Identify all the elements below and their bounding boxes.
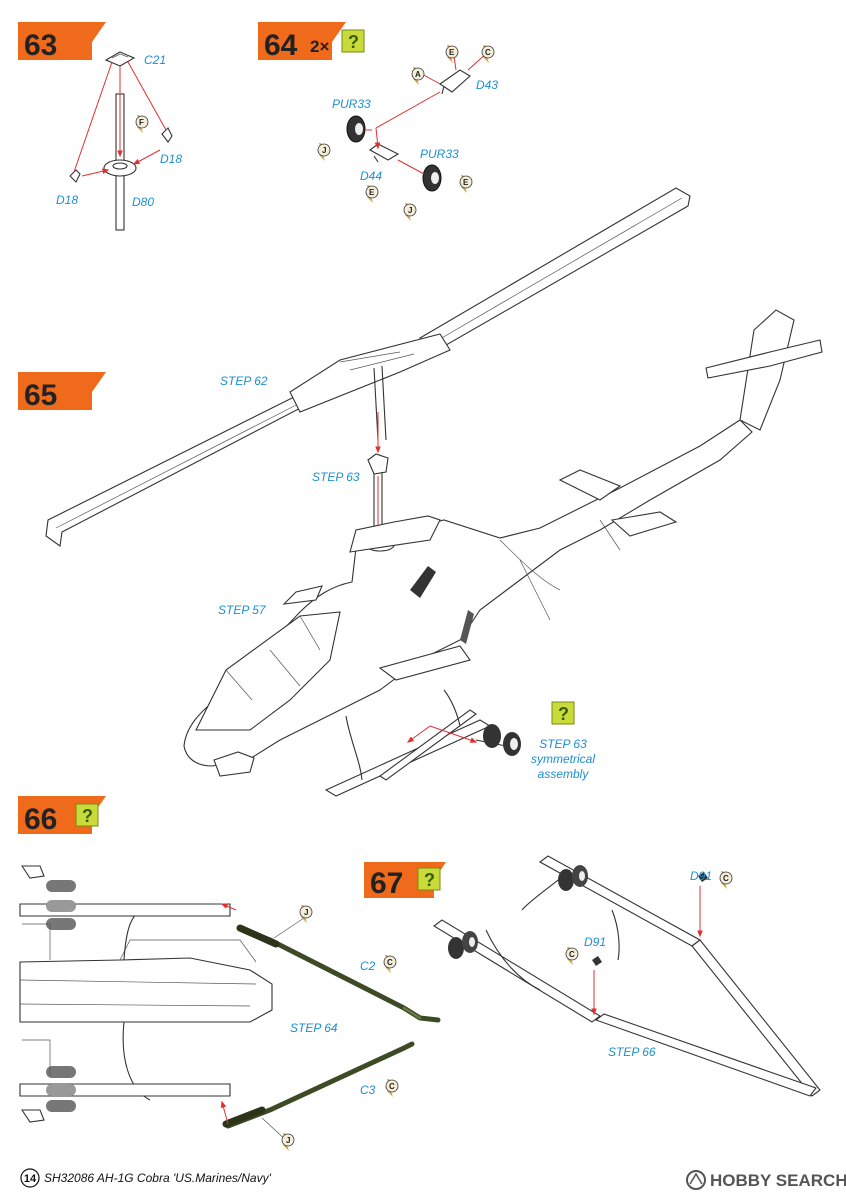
note-line-1: STEP 63 [539, 737, 587, 751]
optional-icon: ? [551, 701, 575, 725]
badge-j-bottom: J [286, 1136, 290, 1145]
landing-gear-assembly [346, 51, 489, 192]
label-step-57: STEP 57 [218, 603, 267, 617]
part-label-c2: C2 [360, 959, 376, 973]
step-67: 67 ? D91 C C D91 STEP 66 [364, 855, 821, 1097]
part-label-d43: D43 [476, 78, 498, 92]
part-label-d91-upper: D91 [690, 869, 712, 883]
badge-e-lower-left: E [369, 188, 375, 197]
rocket-pod-lower [20, 1066, 76, 1123]
cockpit-canopy [195, 611, 341, 731]
badge-c-c3: C [389, 1082, 395, 1091]
d91-part-lower [592, 956, 602, 966]
d18-right-part [161, 127, 173, 143]
step-65-tab [18, 372, 106, 410]
step-64-multiplier: 2× [310, 37, 329, 56]
fuselage-underside [19, 865, 273, 1123]
badge-c-lower: C [569, 950, 575, 959]
badge-c-top: C [485, 48, 491, 57]
rotor-hub [289, 333, 451, 413]
badge-c-c2: C [387, 958, 393, 967]
optional-icon: ? [417, 867, 441, 891]
engine-housing [349, 515, 441, 553]
d91-part-upper [698, 872, 708, 882]
badge-e-lower-right: E [463, 178, 469, 187]
note-line-3: assembly [538, 767, 590, 781]
part-label-pur33-lower: PUR33 [420, 147, 459, 161]
label-step-66: STEP 66 [608, 1045, 656, 1059]
tow-frame [433, 855, 821, 1097]
stabilizer-top [558, 469, 622, 501]
wheel-assembly [475, 724, 521, 756]
label-step-62: STEP 62 [220, 374, 268, 388]
logo-icon [686, 1170, 706, 1190]
part-label-d18-left: D18 [56, 193, 78, 207]
tow-wheels [448, 865, 588, 959]
tail-fin [739, 309, 795, 431]
optional-icon: ? [75, 803, 99, 827]
part-label-pur33-upper: PUR33 [332, 97, 371, 111]
page-number-badge [20, 1168, 40, 1188]
landing-skids [324, 689, 492, 797]
rotor-hub-assembly [69, 51, 173, 231]
watermark-text: HOBBY SEARCH [710, 1171, 846, 1190]
note-line-2: symmetrical [531, 752, 595, 766]
step-65-number: 65 [24, 379, 57, 412]
d18-left-part [69, 169, 81, 183]
part-label-c21: C21 [144, 53, 166, 67]
part-label-d80: D80 [132, 195, 154, 209]
step-63-tab [18, 22, 106, 60]
d44-part [368, 143, 400, 161]
product-title: SH32086 AH-1G Cobra 'US.Marines/Navy' [44, 1171, 272, 1185]
badge-j-lower: J [408, 206, 412, 215]
d43-part [439, 69, 471, 93]
badge-f: F [139, 118, 144, 127]
label-step-64: STEP 64 [290, 1021, 338, 1035]
step-63: 63 C21 F D18 D18 D80 [18, 22, 182, 231]
rocket-pod-upper [20, 865, 76, 930]
optional-icon: ? [341, 29, 365, 53]
stabilizer-right [610, 511, 678, 537]
badge-e-top: E [449, 48, 455, 57]
step-65: 65 [18, 187, 823, 797]
svg-text:?: ? [558, 704, 569, 724]
step-66-number: 66 [24, 803, 57, 836]
part-label-d91-lower: D91 [584, 935, 606, 949]
footer: 14 SH32086 AH-1G Cobra 'US.Marines/Navy'… [20, 1168, 846, 1190]
badge-j-left: J [322, 146, 326, 155]
hobby-search-logo: HOBBY SEARCH [686, 1170, 846, 1190]
svg-text:?: ? [424, 870, 435, 890]
tail-rotor [705, 339, 823, 379]
badge-a: A [415, 70, 421, 79]
step-64: 64 2× ? E C A D43 PUR33 J D44 E PUR33 [258, 22, 498, 222]
step-64-number: 64 [264, 29, 298, 62]
badge-c-upper: C [723, 874, 729, 883]
step-66: 66 ? [18, 796, 441, 1152]
svg-text:?: ? [82, 806, 93, 826]
step-64-tab [258, 22, 346, 60]
badge-j-top: J [304, 908, 308, 917]
intake-grille [410, 566, 436, 598]
stub-wing [378, 645, 471, 681]
helicopter-fuselage [183, 309, 823, 777]
svg-text:?: ? [348, 32, 359, 52]
step-63-number: 63 [24, 29, 57, 62]
part-label-c3: C3 [360, 1083, 376, 1097]
page-number: 14 [24, 1173, 37, 1185]
tow-bar [222, 924, 441, 1129]
main-rotor [45, 187, 691, 547]
step-67-number: 67 [370, 867, 403, 900]
part-label-d18-right: D18 [160, 152, 182, 166]
c21-part [104, 51, 136, 67]
part-label-d44: D44 [360, 169, 382, 183]
label-step-63: STEP 63 [312, 470, 360, 484]
